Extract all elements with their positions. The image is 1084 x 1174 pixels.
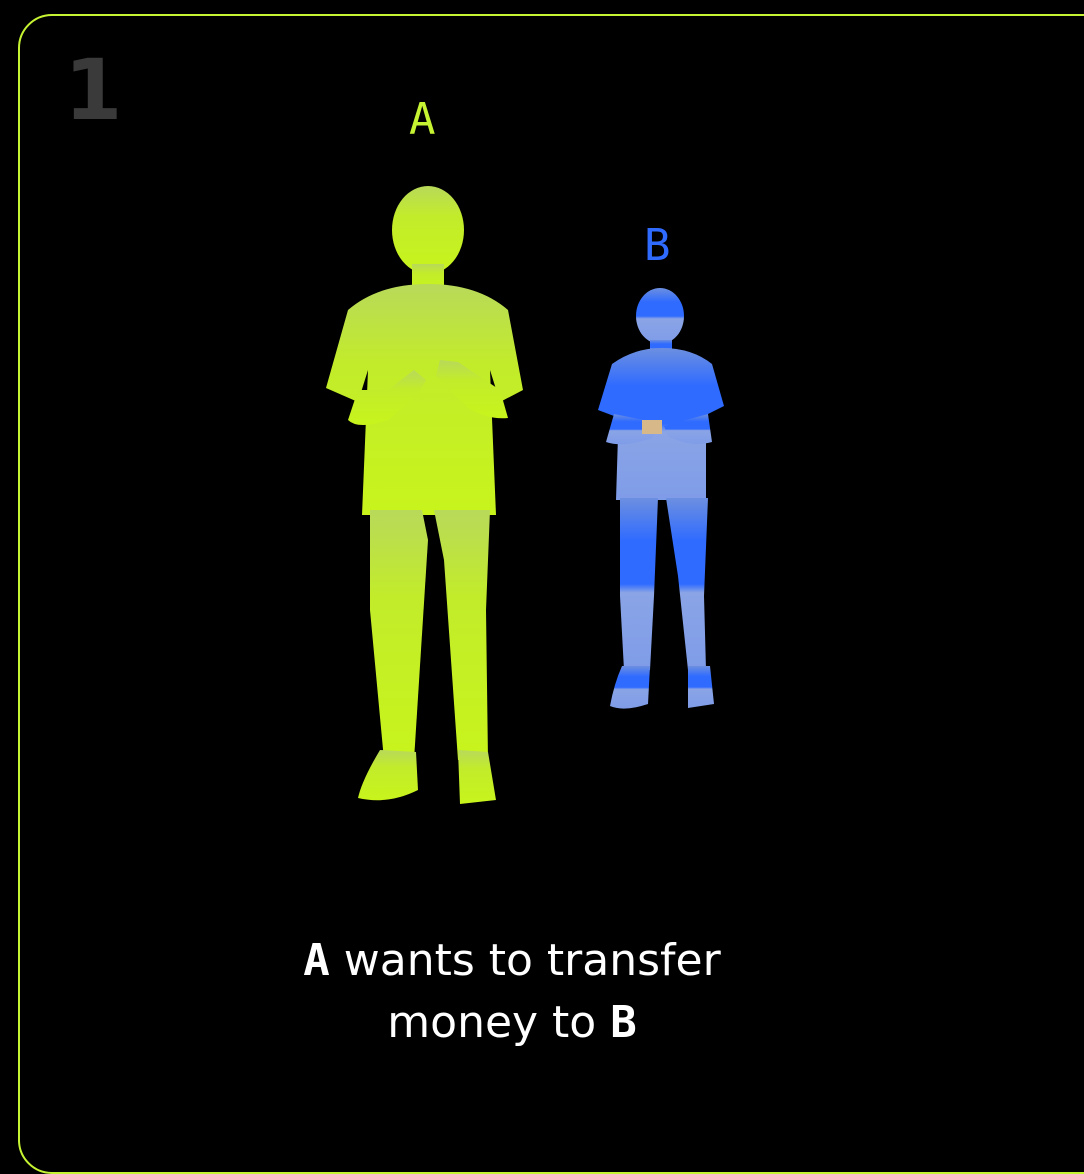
person-a-label: A [409, 98, 436, 142]
caption-a-label: A [303, 935, 330, 986]
person-b-label: B [644, 224, 671, 268]
person-a-figure [318, 180, 538, 810]
person-b-figure [594, 286, 730, 716]
caption: A wants to transfer money to B [200, 930, 824, 1054]
caption-line-1: A wants to transfer [200, 930, 824, 992]
caption-line1-text: wants to transfer [330, 935, 721, 986]
step-number: 1 [64, 48, 122, 132]
caption-line2-text: money to [387, 997, 610, 1048]
caption-b-label: B [610, 997, 637, 1048]
caption-line-2: money to B [200, 992, 824, 1054]
